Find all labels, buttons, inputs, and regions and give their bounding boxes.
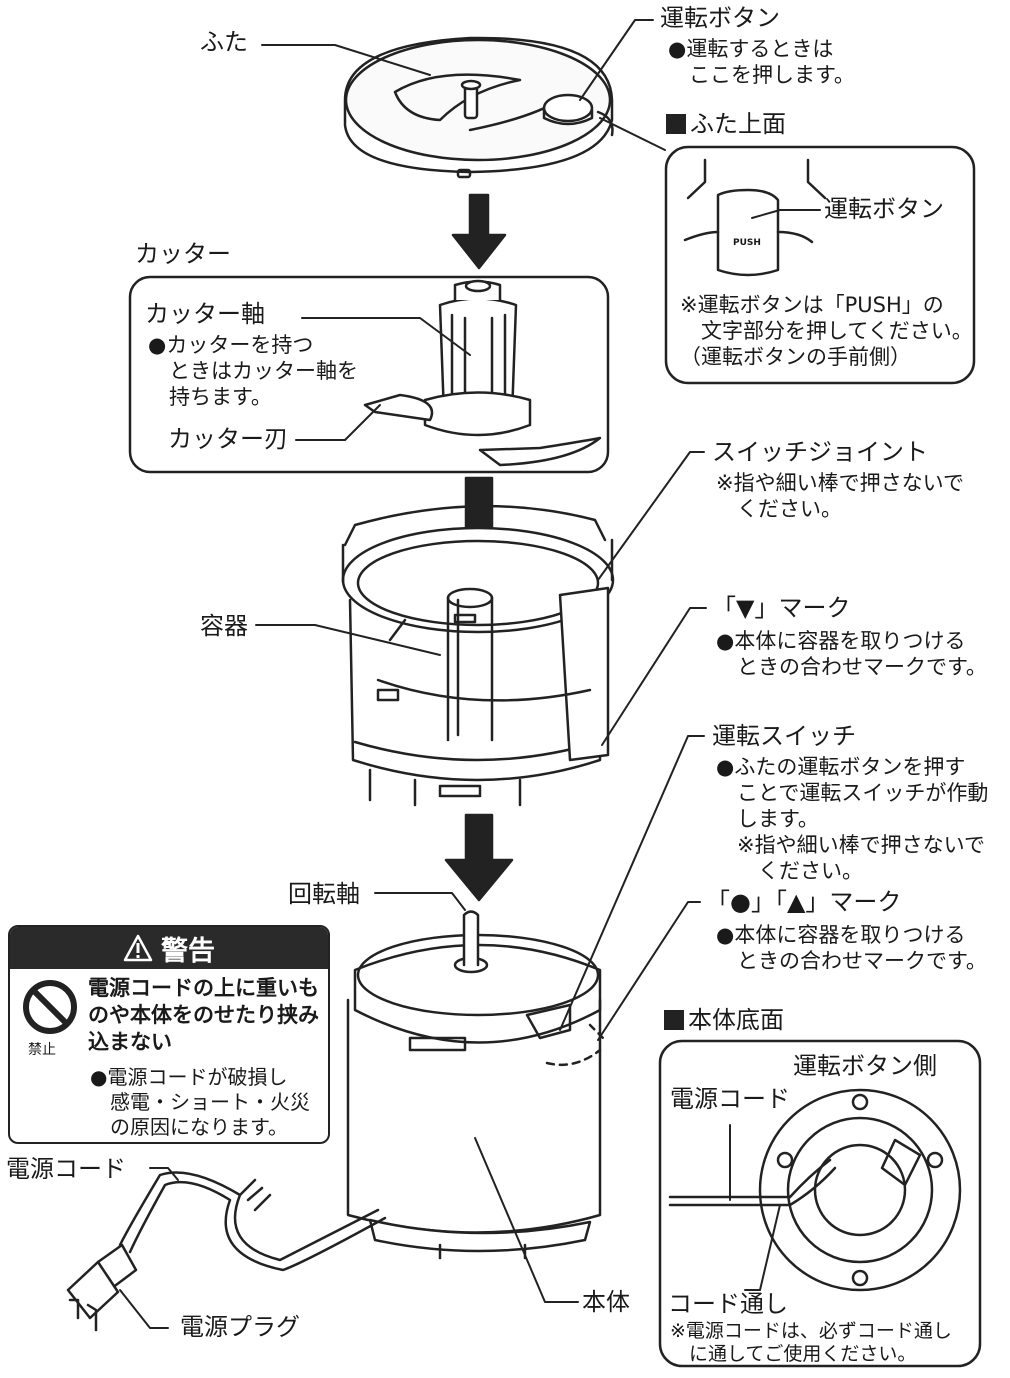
inset-lid-note: ※運転ボタンは「PUSH」の 文字部分を押してください。 （運転ボタンの手前側） (680, 293, 973, 369)
label-cutter-blade: カッター刃 (168, 425, 288, 453)
warning-triangle-icon (123, 934, 153, 962)
warning-header: 警告 (10, 927, 328, 969)
label-down-mark: 「▼」マーク (712, 594, 851, 622)
label-circle-triangle-mark: 「●」「▲」マーク (706, 888, 902, 916)
note-switch-joint: ※指や細い棒で押さないで ください。 (716, 471, 964, 521)
label-power-plug: 電源プラグ (180, 1313, 300, 1341)
note-circle-triangle-mark: ●本体に容器を取りつける ときの合わせマークです。 (716, 923, 987, 973)
prohibition-icon (23, 980, 77, 1034)
label-rotating-shaft: 回転軸 (288, 880, 360, 908)
label-cord-guide: コード通し (668, 1290, 788, 1318)
inset-label-power-cord: 電源コード (670, 1085, 790, 1113)
label-switch-joint: スイッチジョイント (712, 438, 928, 466)
note-operation-button: ●運転するときは ここを押します。 (668, 37, 855, 87)
arrow-1 (451, 193, 507, 270)
label-cutter-shaft: カッター軸 (145, 300, 265, 328)
note-cord-guide: ※電源コードは、必ずコード通し に通してご使用ください。 (670, 1320, 952, 1365)
heading-base-bottom: 本体底面 (664, 1006, 784, 1035)
warning-title: 警告 (161, 935, 215, 967)
cutter-illustration (363, 279, 602, 467)
label-operation-button: 運転ボタン (660, 4, 780, 32)
warning-box: 警告 禁止 電源コードの上に重いものや本体をのせたり挟み込まない ●電源コードが… (8, 925, 330, 1144)
container-illustration (341, 504, 615, 807)
label-operation-switch: 運転スイッチ (712, 722, 856, 750)
label-container: 容器 (200, 612, 248, 640)
label-power-cord: 電源コード (6, 1155, 126, 1183)
label-button-side: 運転ボタン側 (793, 1052, 937, 1080)
note-operation-switch: ●ふたの運転ボタンを押す ことで運転スイッチが作動 します。 ※指や細い棒で押さ… (716, 755, 989, 883)
lid-illustration (343, 36, 614, 179)
push-label: PUSH (733, 238, 761, 248)
heading-lid-top: ふた上面 (666, 110, 786, 139)
label-main-body: 本体 (582, 1288, 630, 1316)
arrow-3 (444, 813, 514, 902)
prohibition-label: 禁止 (28, 1042, 56, 1058)
inset-operation-button-label: 運転ボタン (824, 195, 944, 223)
note-cutter-shaft: ●カッターを持つ ときはカッター軸を 持ちます。 (148, 333, 358, 409)
warning-sub-text: ●電源コードが破損し 感電・ショート・火災 の原因になります。 (90, 1065, 310, 1139)
cord-illustration (66, 1171, 387, 1332)
label-lid: ふた (200, 28, 248, 56)
warning-main-text: 電源コードの上に重いものや本体をのせたり挟み込まない (88, 976, 319, 1054)
note-down-mark: ●本体に容器を取りつける ときの合わせマークです。 (716, 629, 987, 679)
label-cutter: カッター (135, 240, 231, 268)
base-illustration (346, 910, 607, 1260)
